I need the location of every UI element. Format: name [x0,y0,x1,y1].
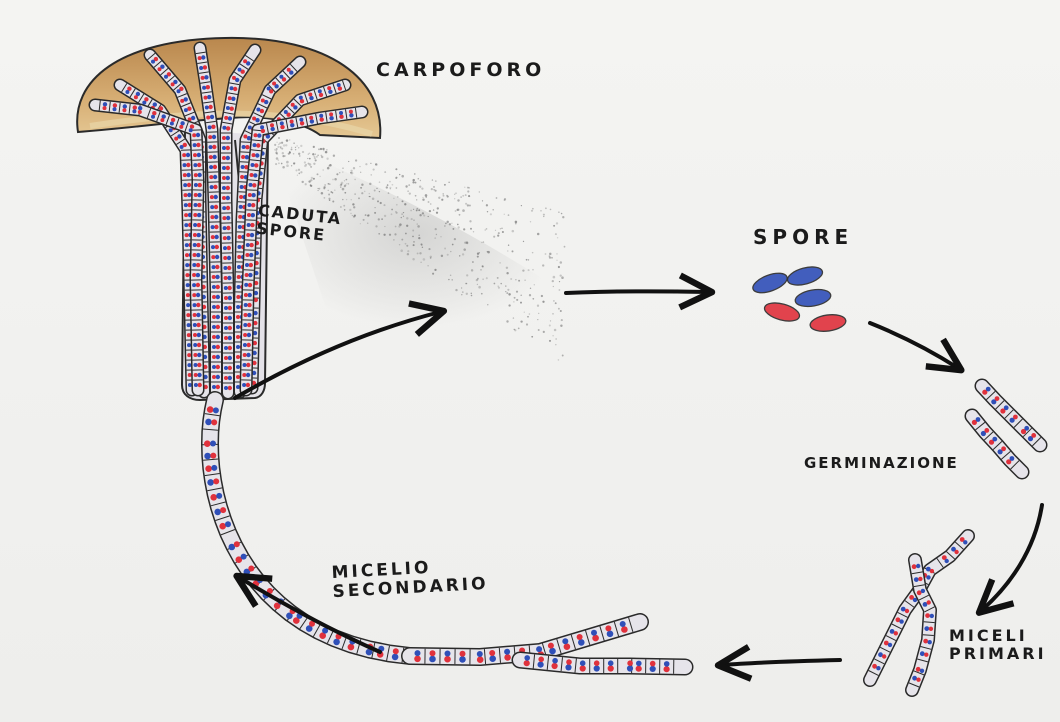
arrow-germination-to-primary [975,503,1044,616]
arrow-stalk-to-dust [233,300,448,400]
arrow-spore-to-germination [868,321,965,374]
label-micelio-secondario: MICELIO SECONDARIO [331,556,489,602]
spore-rain-dust [270,137,566,361]
label-spore: SPORE [753,225,854,249]
secondary-hypha-main [201,391,419,665]
germinating-spores [964,378,1048,480]
arrow-dust-to-spore [564,272,716,311]
label-miceli-line2: PRIMARI [949,643,1047,663]
germinating-hypha-1 [974,378,1048,453]
label-germinazione: GERMINAZIONE [804,454,959,472]
arrow-secondary-to-stalk [233,572,382,654]
spore-red [809,314,847,332]
germinating-hypha-2 [964,408,1030,480]
spore-blue [752,272,788,294]
arrow-primary-to-secondary [714,644,842,682]
stalk-hypha-strand [239,105,369,397]
stalk-hyphae [88,41,369,400]
spore-red [763,302,801,322]
stalk-hypha-strand [219,43,262,400]
primary-hypha-2 [905,553,937,697]
secondary-hypha-branch-lower [511,651,694,676]
primary-hypha-1 [863,529,975,687]
stalk-hypha-strand [88,98,205,397]
label-carpoforo: CARPOFORO [376,59,546,81]
secondary-mycelium-hypha [201,391,694,676]
spore-blue [786,266,824,286]
label-miceli-primari: MICELI PRIMARI [949,627,1047,662]
spore-blue [794,288,832,308]
stalk-hypha-strand [193,41,223,399]
secondary-hypha-branch-upper [401,613,649,666]
primary-mycelia [863,529,975,697]
spore-cluster [752,266,847,332]
label-miceli-line1: MICELI [949,626,1028,645]
cycle-arrows [233,272,1044,682]
